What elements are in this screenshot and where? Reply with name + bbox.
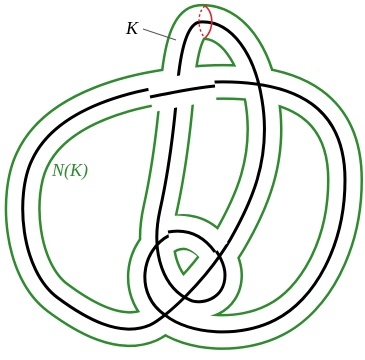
crossing-patch-upper-core	[149, 84, 216, 99]
crossing-patches	[146, 70, 228, 262]
knot-label-pointer	[142, 28, 177, 41]
neighborhood-label: N(K)	[51, 160, 88, 181]
meridian-loop	[198, 5, 213, 39]
knot-label: K	[125, 18, 139, 38]
crossing-patch-lower-core	[167, 229, 217, 253]
meridian-front	[204, 5, 213, 39]
meridian-back	[198, 5, 206, 39]
